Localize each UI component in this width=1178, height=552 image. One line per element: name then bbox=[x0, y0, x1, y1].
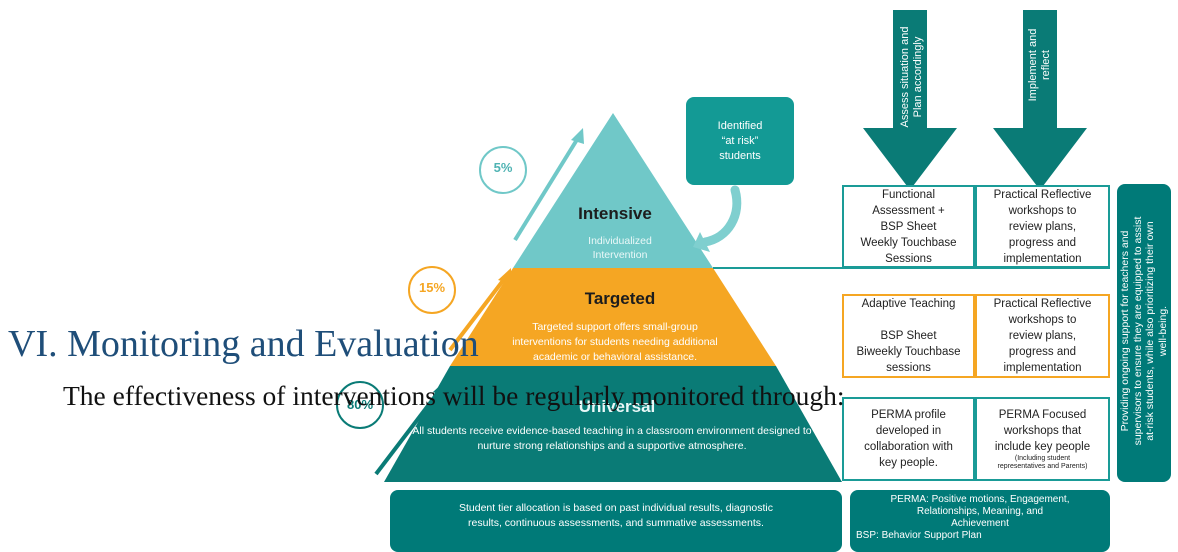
support-side-panel: Providing ongoing support for teachers a… bbox=[1117, 184, 1171, 482]
intensive-subtitle: Individualized Intervention bbox=[588, 235, 652, 261]
percent-circle-5 bbox=[479, 146, 527, 194]
universal-text: All students receive evidence-based teac… bbox=[412, 425, 812, 452]
targeted-text: Targeted support offers small-group inte… bbox=[512, 321, 718, 363]
intensive-title: Intensive bbox=[578, 204, 652, 223]
definitions-panel: PERMA: Positive motions, Engagement, Rel… bbox=[850, 490, 1110, 552]
pyramid-universal-tier bbox=[384, 366, 842, 482]
tier-allocation-note: Student tier allocation is based on past… bbox=[390, 490, 842, 552]
percent-label-targeted: 15% bbox=[418, 280, 446, 295]
curved-arrow-icon-head bbox=[693, 232, 710, 252]
universal-workshop-box: PERMA Focused workshops that include key… bbox=[975, 397, 1110, 481]
support-side-panel-text: Providing ongoing support for teachers a… bbox=[1119, 216, 1169, 446]
intensive-assessment-box: Functional Assessment + BSP Sheet Weekly… bbox=[842, 185, 975, 268]
at-risk-callout: Identified “at risk” students bbox=[686, 97, 794, 185]
growth-arrow-intensive-head bbox=[571, 128, 584, 144]
section-body: The effectiveness of interventions will … bbox=[63, 380, 845, 411]
implement-down-arrow bbox=[993, 10, 1087, 190]
percent-circle-15 bbox=[408, 266, 456, 314]
intensive-workshop-box: Practical Reflective workshops to review… bbox=[975, 185, 1110, 268]
growth-arrow-intensive bbox=[513, 136, 580, 242]
percent-label-intensive: 5% bbox=[493, 160, 513, 175]
targeted-title: Targeted bbox=[584, 289, 656, 308]
curved-arrow-icon bbox=[700, 185, 742, 247]
percent-label-universal: 80% bbox=[346, 397, 374, 412]
universal-title: Universal bbox=[578, 397, 656, 416]
bsp-definition: BSP: Behavior Support Plan bbox=[856, 530, 982, 541]
growth-arrow-targeted bbox=[448, 276, 507, 352]
section-heading: VI. Monitoring and Evaluation bbox=[8, 323, 479, 365]
pyramid-targeted-tier bbox=[450, 268, 776, 366]
targeted-workshop-box: Practical Reflective workshops to review… bbox=[975, 294, 1110, 378]
assess-arrow-label: Assess situation and Plan accordingly bbox=[899, 26, 924, 128]
pyramid-intensive-tier bbox=[513, 113, 713, 268]
assess-down-arrow bbox=[863, 10, 957, 190]
perma-definition: PERMA: Positive motions, Engagement, Rel… bbox=[890, 494, 1070, 529]
implement-arrow-label: Implement and reflect bbox=[1027, 28, 1052, 102]
universal-workshop-note: (Including student representatives and P… bbox=[997, 455, 1088, 470]
targeted-teaching-box: Adaptive Teaching BSP Sheet Biweekly Tou… bbox=[842, 294, 975, 378]
universal-workshop-text: PERMA Focused workshops that include key… bbox=[994, 409, 1091, 453]
percent-circle-80 bbox=[336, 381, 384, 429]
universal-perma-box: PERMA profile developed in collaboration… bbox=[842, 397, 975, 481]
